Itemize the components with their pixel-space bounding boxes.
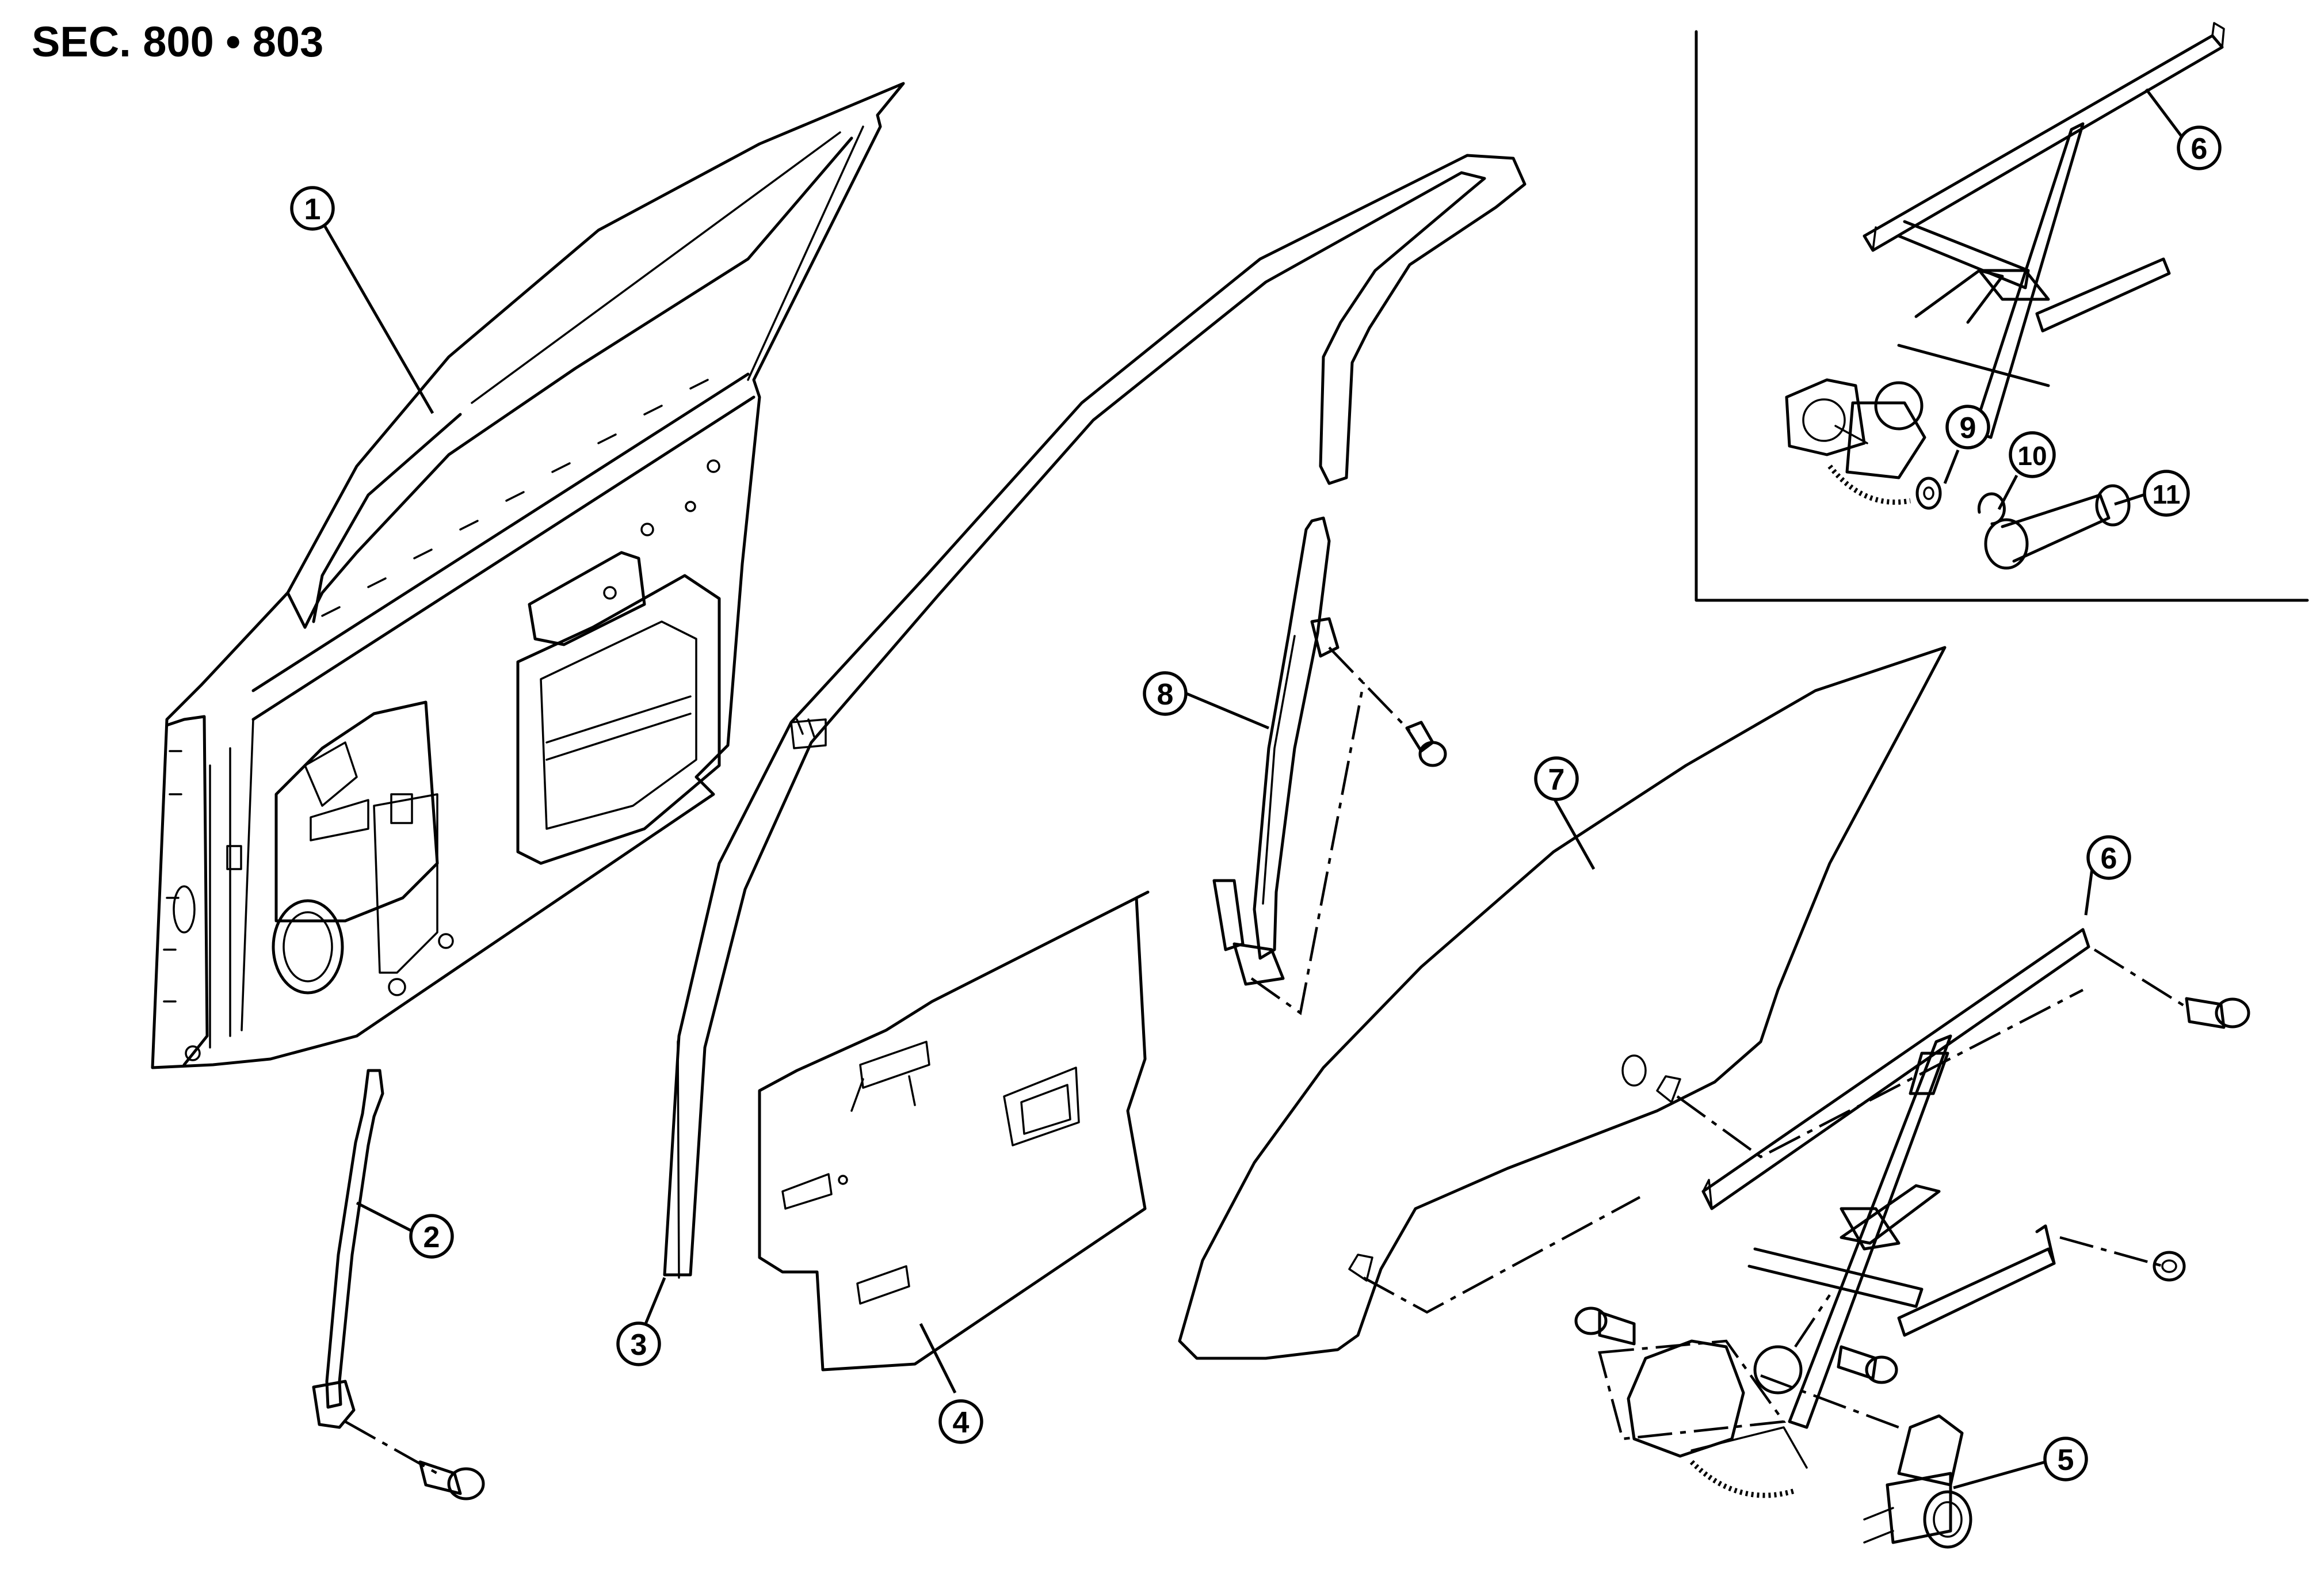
nut bbox=[2153, 1251, 2186, 1282]
callout-label: 7 bbox=[1548, 763, 1565, 797]
front-sash bbox=[663, 154, 1527, 1279]
callout-label: 5 bbox=[2058, 1443, 2074, 1477]
callout-label: 2 bbox=[423, 1221, 440, 1254]
callout-label: 11 bbox=[2153, 479, 2181, 509]
bolt bbox=[1574, 1306, 1636, 1346]
bolt bbox=[2185, 997, 2250, 1029]
bolt bbox=[1837, 1345, 1898, 1384]
bolt bbox=[1405, 721, 1447, 767]
callout-label: 1 bbox=[304, 193, 321, 226]
handle-11 bbox=[1984, 484, 2131, 570]
inset-box bbox=[1695, 22, 2309, 602]
sealing-screen bbox=[758, 890, 1150, 1372]
callout-2: 2 bbox=[409, 1214, 454, 1259]
callout-6-main: 6 bbox=[2086, 835, 2131, 880]
callout-6-inset: 6 bbox=[2177, 125, 2222, 170]
callout-1: 1 bbox=[290, 186, 335, 231]
callout-3: 3 bbox=[616, 1321, 661, 1366]
callout-8: 8 bbox=[1143, 671, 1188, 716]
regulator-motor bbox=[1863, 1414, 1972, 1549]
section-title: SEC. 800 • 803 bbox=[32, 18, 324, 66]
callout-label: 10 bbox=[2017, 441, 2047, 471]
callout-10: 10 bbox=[2009, 431, 2056, 478]
callout-11: 11 bbox=[2143, 470, 2190, 517]
door-glass bbox=[1178, 646, 2084, 1360]
callout-5: 5 bbox=[2043, 1437, 2088, 1481]
callout-4: 4 bbox=[938, 1399, 983, 1444]
power-window-regulator bbox=[1574, 928, 2250, 1498]
manual-regulator-drawing bbox=[1785, 22, 2225, 505]
callout-label: 6 bbox=[2101, 842, 2117, 875]
callout-label: 6 bbox=[2191, 132, 2208, 166]
bolt bbox=[418, 1460, 485, 1500]
callout-label: 4 bbox=[953, 1406, 970, 1439]
callout-7: 7 bbox=[1534, 756, 1579, 801]
door-check-link bbox=[312, 1069, 485, 1500]
glass-run-rear bbox=[1212, 516, 1447, 1015]
callout-label: 8 bbox=[1157, 678, 1174, 711]
callout-9: 9 bbox=[1945, 405, 1990, 450]
callout-label: 3 bbox=[631, 1328, 647, 1362]
door-panel bbox=[151, 82, 905, 1069]
washer-9 bbox=[1915, 477, 1942, 510]
callout-label: 9 bbox=[1960, 412, 1976, 445]
